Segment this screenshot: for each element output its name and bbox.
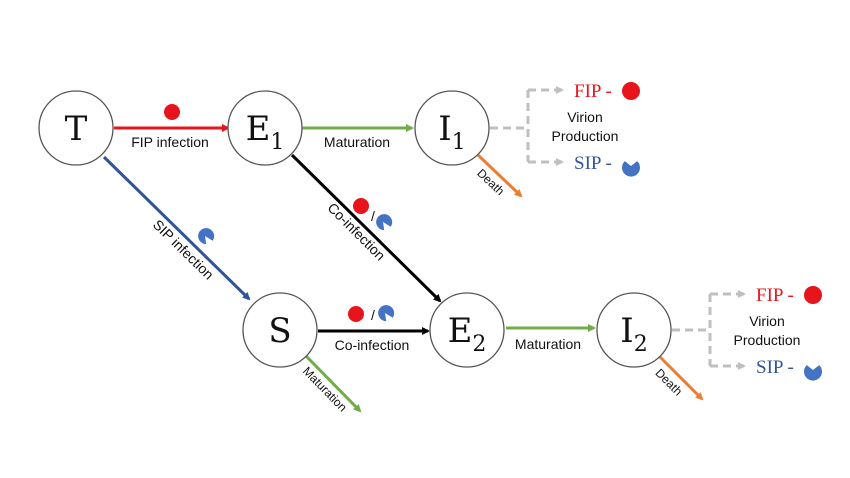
death-i2-label: Death bbox=[653, 366, 686, 399]
virion-label: Virion bbox=[567, 109, 603, 125]
death-i2-arrow bbox=[657, 354, 704, 401]
fip-particle-icon bbox=[622, 82, 640, 100]
death-i1-label: Death bbox=[474, 166, 507, 198]
production-label: Production bbox=[552, 128, 619, 144]
virion-production-bottom: Virion Production FIP - SIP - bbox=[672, 285, 822, 381]
maturation-s-label: Maturation bbox=[300, 364, 350, 414]
coinfection-slash: / bbox=[371, 307, 375, 323]
fip-particle-icon bbox=[164, 104, 180, 120]
node-s-label: S bbox=[268, 311, 291, 351]
node-i1-label: I1 bbox=[438, 109, 465, 155]
sip-production-label: SIP - bbox=[574, 153, 612, 174]
sip-particle-icon bbox=[378, 305, 395, 322]
fip-particle-icon bbox=[353, 198, 369, 214]
node-t: T bbox=[38, 90, 114, 166]
node-e2: E2 bbox=[429, 292, 505, 368]
sip-particle-icon bbox=[803, 365, 822, 381]
sip-particle-icon bbox=[198, 228, 215, 245]
node-e1: E1 bbox=[227, 90, 303, 166]
virion-production-top: Virion Production FIP - SIP - bbox=[490, 81, 641, 177]
sip-production-label: SIP - bbox=[756, 357, 794, 378]
sip-particle-icon bbox=[622, 161, 641, 177]
node-e1-label: E1 bbox=[246, 109, 285, 155]
fip-infection-label: FIP infection bbox=[131, 134, 209, 150]
fip-production-label: FIP - bbox=[756, 285, 794, 306]
sip-particle-icon bbox=[376, 214, 393, 231]
death-i1-arrow bbox=[476, 153, 523, 198]
maturation-e2-label: Maturation bbox=[515, 336, 581, 352]
sip-infection-arrow bbox=[102, 155, 251, 301]
maturation-s-arrow bbox=[304, 354, 362, 413]
node-e2-label: E2 bbox=[448, 311, 487, 357]
node-i2-label: I2 bbox=[620, 311, 647, 357]
fip-particle-icon bbox=[348, 306, 364, 322]
node-i2: I2 bbox=[596, 292, 672, 368]
production-label: Production bbox=[734, 332, 801, 348]
maturation-e1-label: Maturation bbox=[324, 134, 390, 150]
coinfection-slash: / bbox=[371, 208, 375, 224]
coinfection-s-label: Co-infection bbox=[335, 337, 410, 353]
fip-particle-icon bbox=[804, 286, 822, 304]
node-t-label: T bbox=[65, 109, 88, 149]
fip-production-label: FIP - bbox=[574, 81, 612, 102]
coinfection-e1-arrow bbox=[290, 153, 442, 303]
node-i1: I1 bbox=[414, 90, 490, 166]
sip-infection-label: SIP infection bbox=[150, 216, 217, 282]
node-s: S bbox=[242, 292, 318, 368]
virion-label: Virion bbox=[749, 313, 785, 329]
